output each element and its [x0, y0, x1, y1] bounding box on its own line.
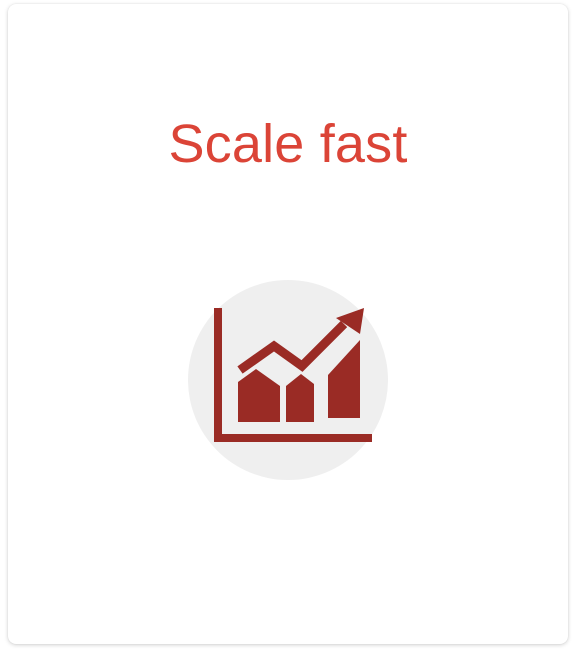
chart-bar-2: [286, 374, 314, 422]
growth-chart-graphic: [214, 308, 372, 442]
card-title: Scale fast: [168, 114, 408, 174]
chart-bar-1: [238, 369, 280, 422]
growth-chart-icon: [186, 280, 390, 484]
chart-x-axis: [214, 434, 372, 442]
feature-card: Scale fast: [8, 4, 568, 644]
trend-arrow-head: [336, 308, 364, 334]
chart-y-axis: [214, 308, 222, 442]
trend-line: [237, 320, 348, 374]
chart-bar-3: [328, 340, 360, 418]
